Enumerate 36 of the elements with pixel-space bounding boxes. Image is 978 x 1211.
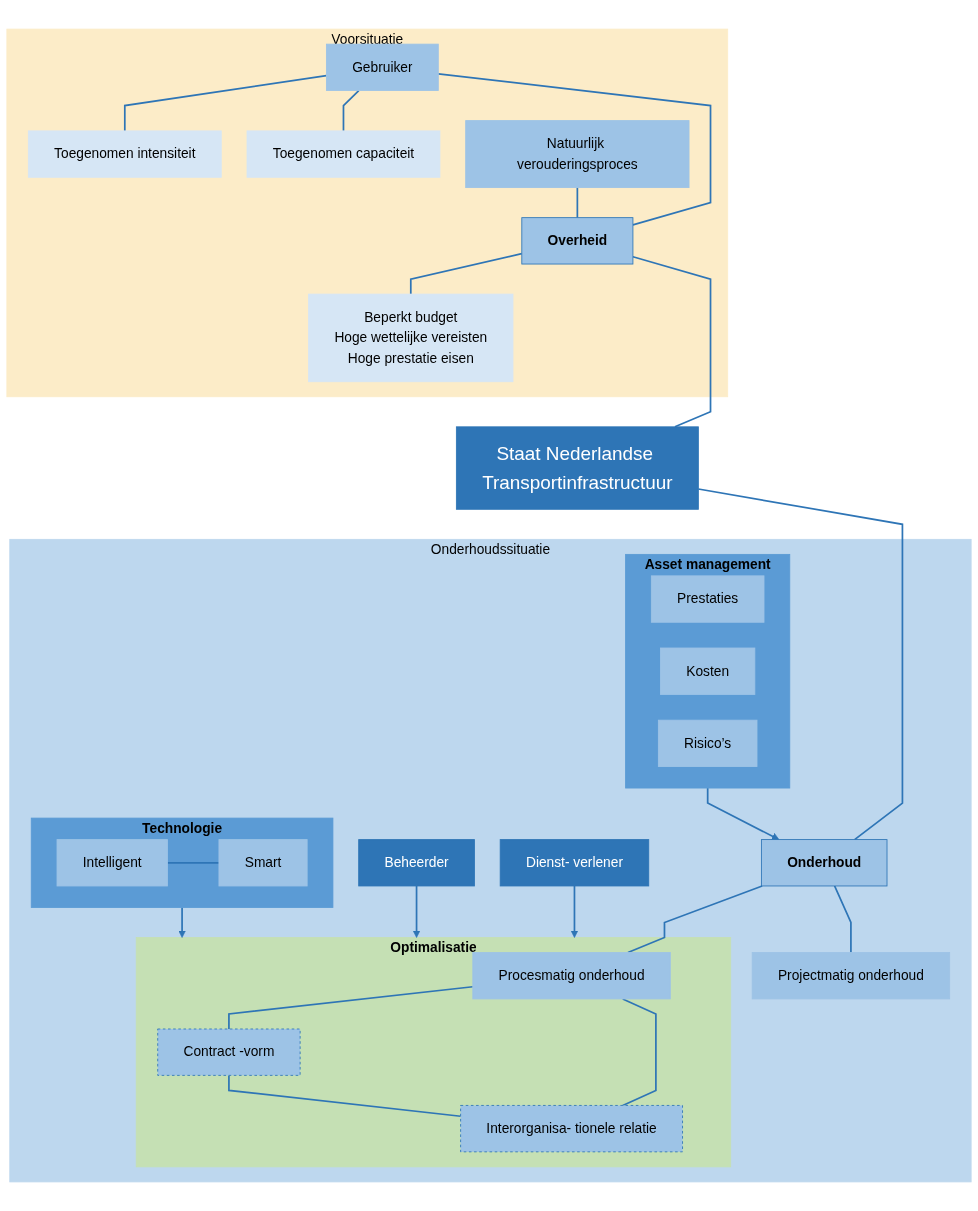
node-box: Risico’s bbox=[657, 719, 758, 767]
connector bbox=[437, 73, 712, 226]
node-box: Overheid bbox=[521, 217, 634, 265]
connector bbox=[621, 998, 657, 1107]
node-box: Dienst- verlener bbox=[499, 839, 650, 887]
node-box: Toegenomen intensiteit bbox=[27, 130, 222, 178]
arrow bbox=[570, 885, 579, 938]
node-box: Toegenomen capaciteit bbox=[246, 130, 441, 178]
connector bbox=[632, 255, 712, 428]
arrow bbox=[178, 906, 186, 938]
node-box: Beperkt budget Hoge wettelijke vereisten Hoge prestatie eisen bbox=[308, 293, 514, 383]
connector bbox=[228, 985, 474, 1030]
connector bbox=[697, 488, 904, 841]
node-box: Procesmatig onderhoud bbox=[472, 952, 671, 1000]
arrow bbox=[706, 787, 780, 840]
node-box: Onderhoud bbox=[761, 839, 888, 887]
node-box: Beheerder bbox=[358, 839, 475, 887]
connector bbox=[166, 861, 220, 864]
node-box: Contract -vorm bbox=[157, 1028, 301, 1076]
node-box: Projectmatig onderhoud bbox=[751, 952, 951, 1000]
connector bbox=[342, 89, 360, 132]
node-box: Natuurlijk verouderingsproces bbox=[465, 120, 690, 188]
connector bbox=[833, 885, 852, 954]
connector bbox=[409, 252, 523, 295]
node-box: Intelligent bbox=[56, 839, 168, 887]
node-box: Smart bbox=[218, 839, 308, 887]
arrow bbox=[412, 885, 421, 938]
node-box: Gebruiker bbox=[326, 43, 439, 91]
node-box: Staat Nederlandse Transportinfrastructuur bbox=[455, 426, 699, 510]
node-box: Kosten bbox=[660, 647, 756, 695]
connector bbox=[627, 885, 763, 954]
connector bbox=[228, 1074, 462, 1118]
node-box: Prestaties bbox=[650, 575, 765, 623]
connector bbox=[123, 74, 328, 132]
node-box: Interorganisa- tionele relatie bbox=[460, 1105, 683, 1153]
connector bbox=[576, 186, 579, 219]
